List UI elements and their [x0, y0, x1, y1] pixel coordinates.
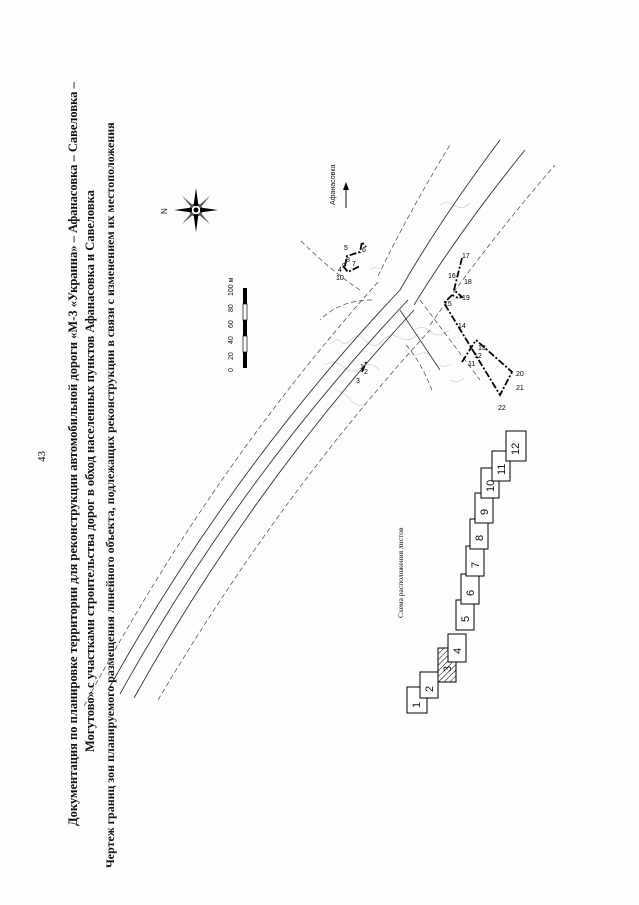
point-label-1: 1	[360, 364, 364, 371]
sheet-number-4: 4	[452, 647, 464, 654]
point-label-6: 6	[362, 247, 366, 254]
sheet-number-12: 12	[510, 442, 522, 455]
point-label-2: 2	[364, 369, 368, 376]
point-label-3: 3	[356, 378, 360, 385]
zone-boundaries	[342, 239, 514, 397]
point-label-8: 8	[346, 257, 350, 264]
point-label-13: 13	[478, 345, 486, 352]
scale-bar	[242, 288, 248, 368]
sheet-number-6: 6	[465, 589, 477, 596]
sheet-index-title: Схема расположения листов	[396, 527, 405, 619]
point-label-7: 7	[352, 261, 356, 268]
scale-tick-20: 20	[228, 352, 235, 360]
sheet-number-10: 10	[485, 479, 497, 492]
scale-tick-100: 100 м	[228, 277, 235, 296]
point-label-22: 22	[498, 405, 506, 412]
point-label-10: 10	[336, 275, 344, 282]
sheet-box-12[interactable]	[505, 430, 527, 462]
sheet-number-11: 11	[496, 463, 508, 475]
point-label-15: 15	[444, 301, 452, 308]
sheet-index-map	[406, 430, 527, 714]
sheet-number-2: 2	[424, 685, 436, 692]
sheet-box-2[interactable]	[419, 671, 439, 699]
point-labels: 1 2 3 4 5 6 7 8 9 10 11 12 13 14 15 16 1…	[336, 245, 524, 412]
point-label-19: 19	[462, 295, 470, 302]
point-label-18: 18	[464, 279, 472, 286]
point-label-9: 9	[342, 263, 346, 270]
north-arrow-icon	[174, 188, 218, 232]
point-label-11: 11	[468, 361, 475, 368]
sheet-number-3: 3	[442, 665, 454, 672]
scale-tick-40: 40	[228, 336, 235, 344]
sheet-number-5: 5	[460, 615, 472, 622]
sheet-number-7: 7	[470, 561, 482, 568]
direction-arrow	[343, 182, 349, 208]
road-corridor	[83, 139, 556, 707]
sheet-number-8: 8	[474, 534, 486, 541]
point-label-17: 17	[462, 253, 470, 260]
point-label-21: 21	[516, 385, 524, 392]
point-label-16: 16	[448, 273, 456, 280]
point-label-14: 14	[458, 323, 466, 330]
point-label-20: 20	[516, 371, 524, 378]
sheet-box-4[interactable]	[447, 633, 467, 663]
direction-label: Афанасовка	[330, 164, 337, 205]
scale-tick-0: 0	[228, 368, 235, 372]
scale-tick-60: 60	[228, 320, 235, 328]
sheet-number-9: 9	[479, 508, 491, 515]
sheet-number-1: 1	[411, 701, 423, 708]
point-label-5: 5	[344, 245, 348, 252]
point-label-4: 4	[338, 267, 342, 274]
point-label-12: 12	[474, 353, 482, 360]
scale-tick-80: 80	[228, 304, 235, 312]
north-label: N	[160, 208, 169, 214]
